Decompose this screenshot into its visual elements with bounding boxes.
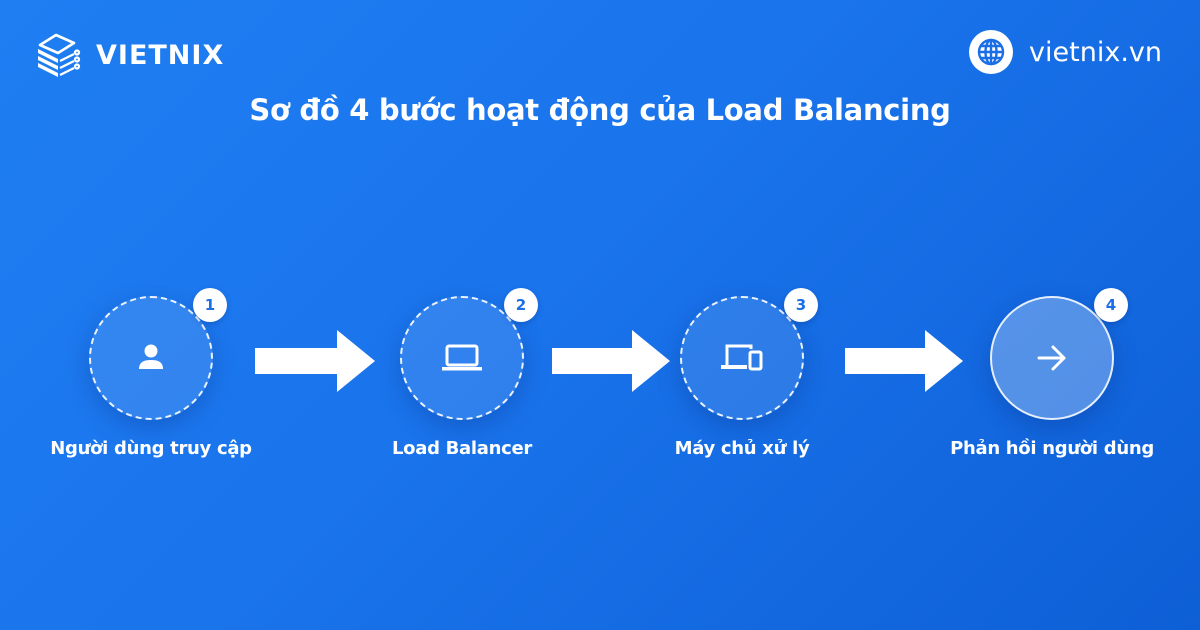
- step-number-badge: 4: [1094, 288, 1128, 322]
- step-circle: [400, 296, 524, 420]
- step-2: 2: [400, 288, 538, 420]
- step-label: Máy chủ xử lý: [674, 438, 810, 459]
- block-arrow-right-icon: [255, 330, 375, 392]
- stacked-server-icon: [38, 33, 81, 77]
- step-label: Người dùng truy cập: [50, 438, 252, 459]
- page-title: Sơ đồ 4 bước hoạt động của Load Balancin…: [249, 93, 951, 127]
- globe-icon: [969, 30, 1014, 74]
- user-icon: [139, 344, 163, 369]
- step-circle: [89, 296, 213, 420]
- laptop-icon: [442, 344, 482, 371]
- step-4: 4: [990, 288, 1128, 420]
- step-circle: [680, 296, 804, 420]
- brand-name: VIETNIX: [96, 39, 225, 71]
- step-number-badge: 2: [504, 288, 538, 322]
- step-number-badge: 1: [193, 288, 227, 322]
- step-3: 3: [680, 288, 818, 420]
- arrow-right-icon: [1037, 345, 1066, 371]
- devices-icon: [721, 344, 763, 371]
- step-label: Phản hồi người dùng: [950, 438, 1154, 459]
- website-url: vietnix.vn: [1029, 36, 1162, 68]
- website-link[interactable]: vietnix.vn: [969, 30, 1162, 74]
- step-circle: [990, 296, 1114, 420]
- brand-logo: VIETNIX: [34, 27, 224, 83]
- block-arrow-right-icon: [845, 330, 963, 392]
- step-label: Load Balancer: [392, 438, 532, 459]
- step-number-badge: 3: [784, 288, 818, 322]
- step-1: 1: [89, 288, 227, 420]
- block-arrow-right-icon: [552, 330, 670, 392]
